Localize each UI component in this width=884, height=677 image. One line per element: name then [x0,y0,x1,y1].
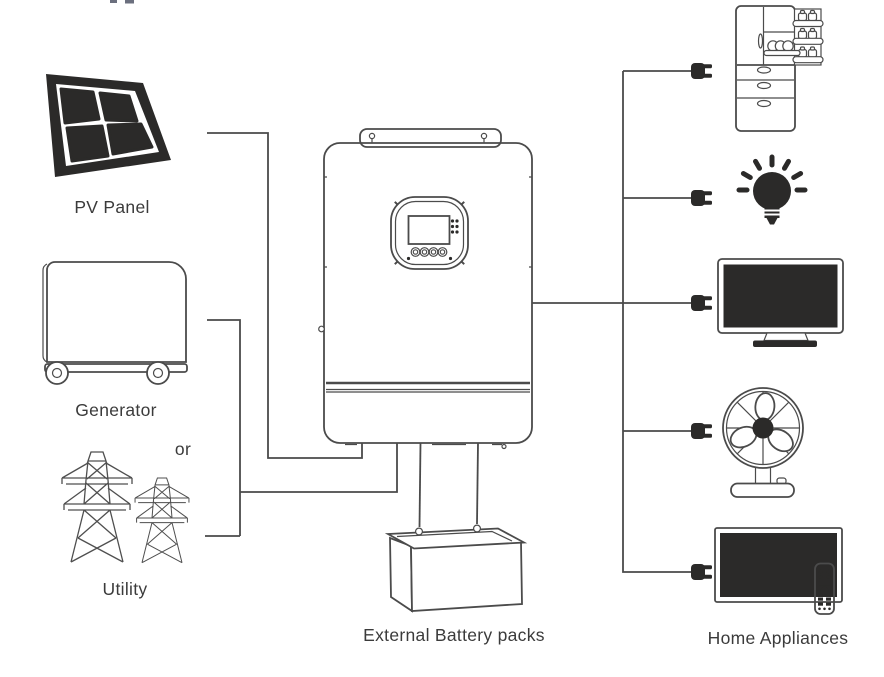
tv-screen [720,533,837,597]
power-plug-icon [691,295,712,311]
fridge-door-shelves [792,8,824,66]
tv-icon [717,258,844,347]
refrigerator-icon [735,5,824,132]
inverter-lcd-screen [407,215,451,245]
utility-label: Utility [103,579,148,599]
inverter-icon [318,128,533,450]
tv-icon [714,527,843,615]
appliance-bus-wire [622,71,691,573]
power-plug-icon [691,190,712,206]
battery-label: External Battery packs [363,625,545,645]
light-bulb-icon [736,154,808,225]
or-label: or [175,439,191,459]
battery-pack-icon [384,524,528,613]
inverter-led-indicators [450,219,459,234]
generator-label: Generator [75,400,157,420]
solar-panel-icon [46,74,171,177]
tv-remote-icon [814,562,835,615]
power-plug-icon [691,564,712,580]
small-tower [134,477,190,564]
power-plug-icon [691,63,712,79]
large-tower [61,451,133,563]
generator-wire [207,319,241,536]
pv-panel-label: PV Panel [74,197,149,217]
tv-screen [723,264,838,328]
mounting-keyholes [368,132,488,143]
transmission-tower-icon [61,451,190,564]
ac-input-wire [240,443,398,493]
battery-terminal [415,527,424,536]
fan-icon [722,387,804,498]
pv-wire [207,132,363,459]
cropped-text-artifact [110,0,134,4]
inverter-buttons [410,247,448,257]
battery-wire-left [418,442,422,528]
battery-terminal [473,524,482,533]
power-plug-icon [691,423,712,439]
battery-wire-right [476,442,479,525]
generator-icon [42,261,188,385]
inverter-control-panel [390,196,469,270]
wiring [205,70,691,573]
home-appliances-label: Home Appliances [708,628,849,648]
fridge-shelf-items [763,40,801,57]
